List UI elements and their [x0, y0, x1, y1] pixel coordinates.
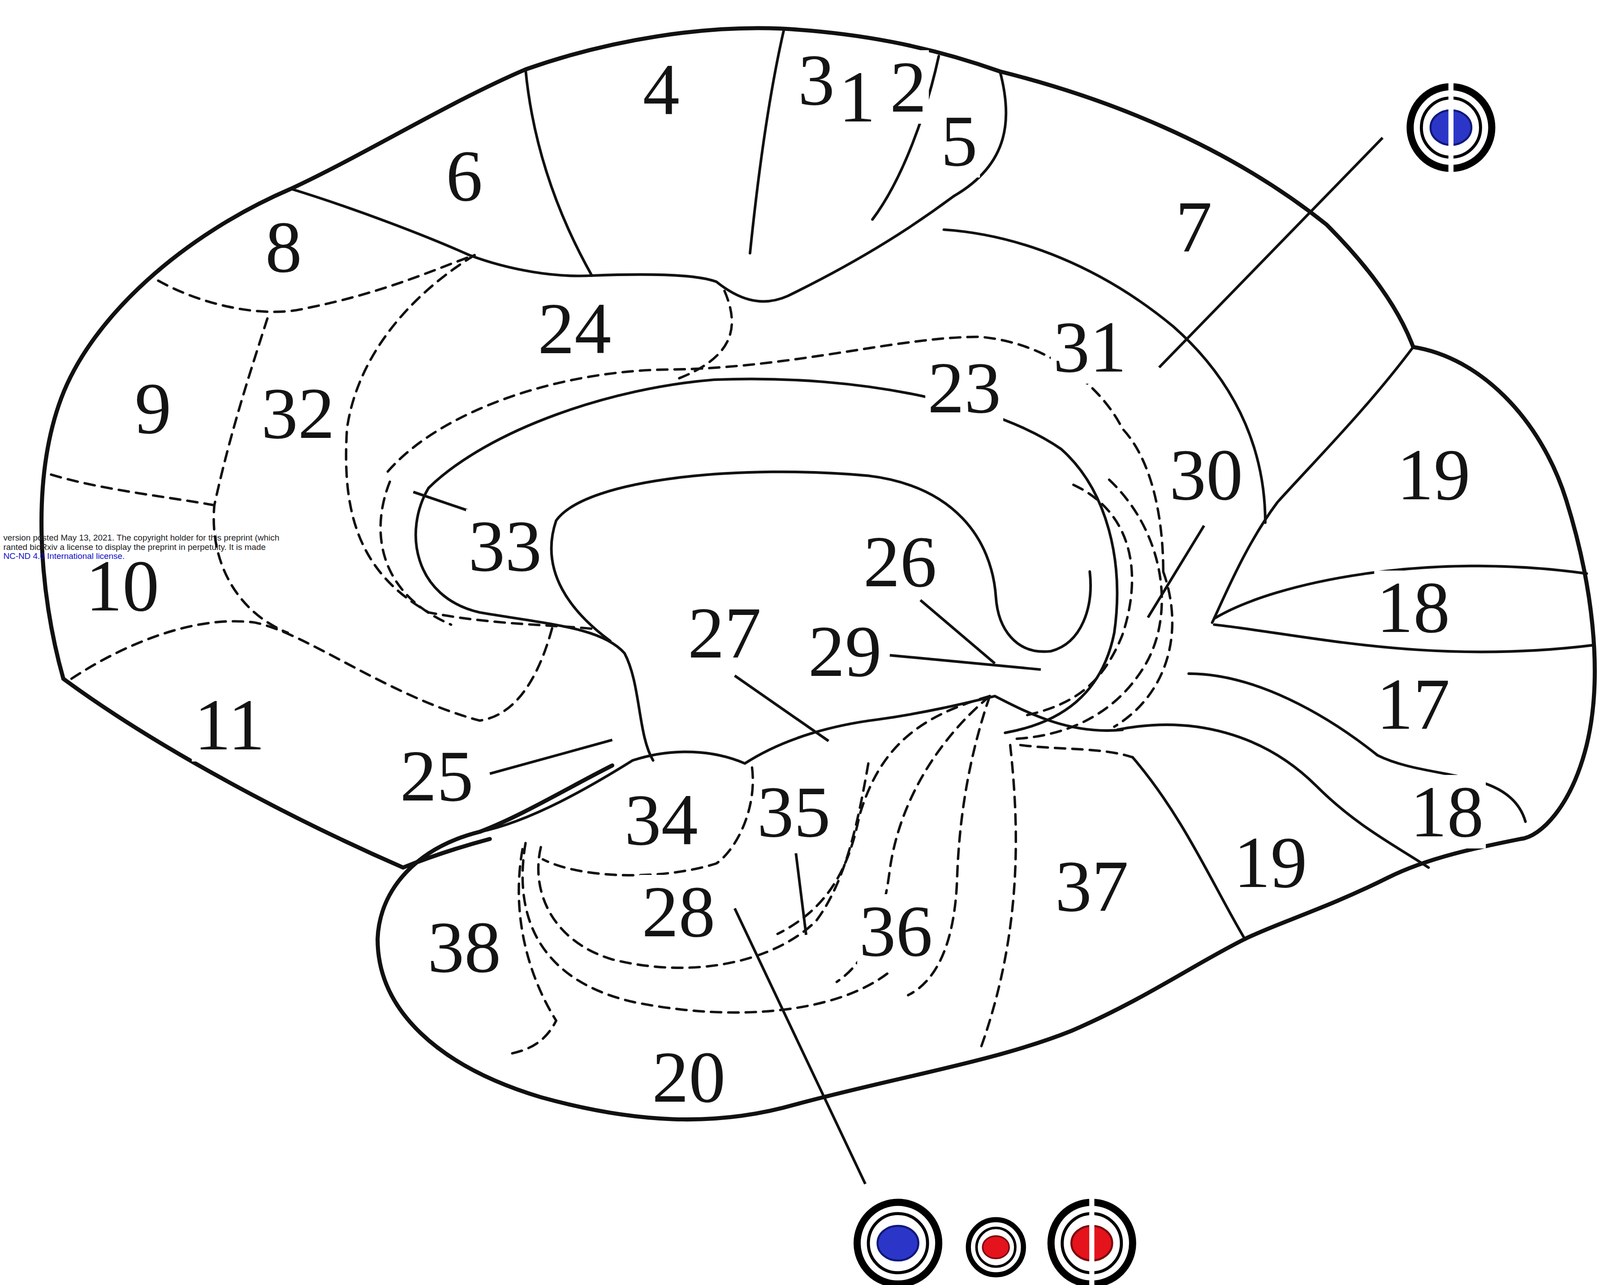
- area-number: 20: [649, 1039, 728, 1114]
- area-number: 31: [1050, 310, 1129, 384]
- area-boundary-dashed: [675, 290, 733, 380]
- area-number: 9: [132, 371, 174, 445]
- watermark-text: ranted bioRxiv a license to display the …: [3, 542, 267, 552]
- area-boundary-dashed: [1012, 479, 1162, 739]
- area-boundary-dashed: [1114, 571, 1173, 727]
- leader-line: [1147, 525, 1204, 618]
- area-number: 8: [263, 210, 305, 284]
- area-number: 19: [1231, 825, 1310, 899]
- area-number: 34: [622, 782, 701, 857]
- area-number: 11: [192, 687, 268, 762]
- area-number: 32: [258, 376, 337, 450]
- area-number: 26: [861, 524, 940, 599]
- leader-line: [489, 739, 613, 774]
- electrode-symbol: [968, 1219, 1024, 1275]
- electrode-symbol: [1051, 1195, 1133, 1285]
- area-number: 38: [425, 909, 504, 984]
- leader-line: [1159, 137, 1383, 367]
- leader-line: [795, 853, 807, 935]
- leader-line: [413, 491, 468, 511]
- leader-line: [889, 655, 1041, 670]
- area-boundary-dashed: [543, 767, 754, 875]
- area-number: 37: [1052, 849, 1131, 923]
- area-boundary-dashed: [522, 842, 890, 1013]
- area-number: 2: [887, 50, 929, 124]
- area-boundary-dashed: [836, 695, 990, 982]
- brain-outline: [41, 28, 1596, 939]
- electrode-symbol: [857, 1202, 939, 1284]
- area-number: 25: [397, 738, 476, 813]
- area-boundary-dashed: [213, 318, 288, 633]
- area-number: 19: [1394, 437, 1473, 512]
- area-number: 18: [1374, 570, 1453, 644]
- area-boundary: [750, 30, 784, 253]
- area-number: 33: [465, 508, 544, 583]
- area-boundary-dashed: [380, 481, 451, 625]
- area-number: 24: [535, 291, 614, 366]
- area-boundary: [1132, 757, 1245, 939]
- area-number: 35: [754, 774, 833, 849]
- area-boundary-dashed: [158, 254, 475, 312]
- area-number: 3: [795, 43, 837, 117]
- watermark-text: NC-ND 4.0 International license.: [3, 552, 126, 561]
- area-number: 23: [925, 350, 1004, 425]
- area-number: 30: [1167, 437, 1246, 512]
- area-number: 17: [1374, 667, 1453, 741]
- area-boundary: [290, 188, 954, 302]
- electrode-symbol: [1410, 80, 1492, 175]
- area-number: 28: [639, 874, 718, 949]
- area-boundary-dashed: [1020, 744, 1133, 757]
- area-boundary-dashed: [51, 474, 215, 505]
- area-boundary-dashed: [1020, 484, 1132, 717]
- frontal-underside: [63, 678, 490, 867]
- area-number: 29: [806, 614, 885, 688]
- area-number: 18: [1407, 774, 1486, 849]
- area-number: 6: [443, 138, 485, 213]
- area-boundary-dashed: [71, 621, 554, 721]
- leader-line: [734, 908, 866, 1184]
- area-boundary: [525, 69, 592, 276]
- area-number: 4: [640, 52, 682, 127]
- area-boundary-dashed: [979, 744, 1016, 1051]
- area-number: 36: [857, 893, 936, 968]
- area-number: 7: [1173, 189, 1215, 264]
- watermark-text: version posted May 13, 2021. The copyrig…: [3, 533, 280, 543]
- area-number: 27: [685, 595, 764, 670]
- leader-line: [920, 599, 995, 664]
- area-boundary-dashed: [538, 757, 870, 968]
- area-number: 1: [836, 60, 878, 134]
- temporal-outline: [377, 765, 1246, 1120]
- area-boundary-dashed: [512, 849, 557, 1053]
- area-number: 5: [938, 103, 980, 178]
